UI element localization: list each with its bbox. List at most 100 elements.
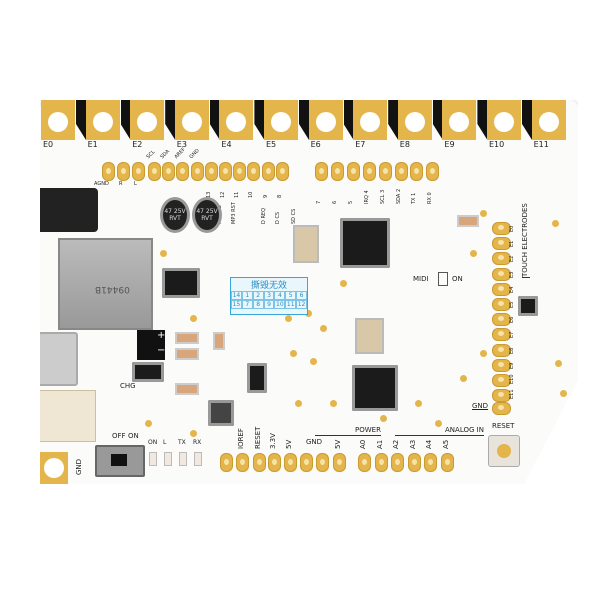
side-electrode-pin[interactable] [492, 298, 511, 311]
capacitor-smd [175, 383, 199, 395]
header-pin[interactable] [102, 162, 115, 181]
header-pin[interactable] [117, 162, 130, 181]
side-electrode-pin[interactable] [492, 328, 511, 342]
header-pin[interactable] [247, 162, 261, 181]
pad-hole [137, 112, 158, 132]
reset-button-cap[interactable] [497, 444, 511, 458]
pad-separator [254, 100, 265, 140]
power-header-pin[interactable] [300, 453, 313, 472]
header-pin[interactable] [426, 162, 440, 181]
side-electrode-label: E6 [509, 316, 515, 324]
gnd-pad[interactable] [40, 452, 68, 484]
header-pin[interactable] [219, 162, 232, 181]
electrode-pad-e2[interactable] [130, 100, 165, 140]
analog-pin[interactable] [374, 453, 388, 472]
header-pin[interactable] [233, 162, 247, 181]
sticker-number: 10 [274, 300, 286, 309]
electrode-pad-e0[interactable] [41, 100, 75, 140]
via [555, 360, 562, 367]
electrode-pad-e8[interactable] [397, 100, 432, 140]
header-pin[interactable] [346, 162, 360, 181]
electrode-pad-e5[interactable] [264, 100, 298, 140]
electrode-pad-e9[interactable] [442, 100, 477, 140]
power-header-pin[interactable] [236, 453, 249, 472]
side-electrode-pin[interactable] [492, 313, 511, 327]
electrode-pad-e1[interactable] [85, 100, 120, 140]
side-electrode-label: E2 [509, 256, 515, 263]
side-electrode-pin[interactable] [492, 222, 511, 235]
analog-pin[interactable] [424, 453, 437, 472]
power-switch[interactable] [95, 445, 145, 477]
header-pin[interactable] [378, 162, 392, 181]
header-pin[interactable] [275, 162, 289, 181]
electrode-pad-e11[interactable] [531, 100, 566, 140]
gnd-pin[interactable] [492, 402, 511, 415]
via [380, 415, 387, 422]
pad-separator [165, 100, 176, 140]
status-led [164, 452, 172, 466]
power-header-pin[interactable] [316, 453, 329, 472]
status-led [179, 452, 187, 466]
pad-hole [538, 112, 559, 132]
header-pin[interactable] [176, 162, 190, 181]
pad-separator [477, 100, 488, 140]
header-pin[interactable] [330, 162, 344, 181]
via [320, 325, 327, 332]
power-header-pin[interactable] [284, 453, 297, 472]
side-electrode-pin[interactable] [492, 358, 511, 372]
header-pin[interactable] [261, 162, 275, 181]
header-pin[interactable] [362, 162, 376, 181]
header-pin[interactable] [132, 162, 145, 181]
battery-connector[interactable] [40, 390, 96, 442]
analog-pin[interactable] [358, 453, 371, 472]
via [460, 375, 467, 382]
analog-pin-label: A5 [441, 439, 450, 449]
electrode-pad-e3[interactable] [174, 100, 209, 140]
pad-hole [315, 112, 336, 132]
analog-pin[interactable] [391, 453, 404, 472]
via [470, 250, 477, 257]
power-pin-label: 5V [285, 439, 293, 449]
via [480, 350, 487, 357]
power-header-pin[interactable] [333, 453, 346, 472]
via [295, 400, 302, 407]
midi-switch-label: MIDI [413, 275, 429, 283]
side-electrode-pin[interactable] [492, 282, 511, 296]
analog-pin[interactable] [440, 453, 454, 472]
header-pin-label: 6 [331, 200, 338, 204]
header-pin[interactable] [315, 162, 328, 181]
electrode-pad-e10[interactable] [487, 100, 521, 140]
header-pin[interactable] [204, 162, 218, 181]
side-electrode-label: E1 [509, 240, 515, 248]
side-electrode-pin[interactable] [492, 267, 511, 281]
power-header-pin[interactable] [268, 453, 281, 472]
header-pin[interactable] [394, 162, 408, 181]
sticker-number: 2 [252, 291, 264, 300]
side-electrode-pin[interactable] [492, 252, 511, 266]
analog-pin[interactable] [407, 453, 421, 472]
reset-button[interactable] [488, 435, 520, 467]
sticker-number: 4 [274, 291, 286, 300]
side-electrode-pin[interactable] [492, 374, 511, 387]
side-electrode-pin[interactable] [492, 343, 511, 357]
electrode-pad-e4[interactable] [219, 100, 254, 140]
side-electrode-label: E4 [509, 286, 515, 293]
header-pin[interactable] [148, 162, 161, 181]
pad-separator [522, 100, 532, 140]
electrode-pad-e7[interactable] [353, 100, 388, 140]
side-electrode-pin[interactable] [492, 237, 511, 251]
electrode-label: E2 [132, 140, 143, 149]
switch-knob[interactable] [111, 454, 127, 466]
electrode-pad-e6[interactable] [308, 100, 343, 140]
midi-switch[interactable] [438, 272, 448, 286]
header-pin[interactable] [410, 162, 424, 181]
power-header-pin[interactable] [253, 453, 266, 472]
pad-hole [404, 112, 425, 132]
header-pin-label: AGND [94, 181, 109, 187]
micro-usb-port[interactable] [40, 332, 78, 386]
header-pin[interactable] [162, 162, 176, 181]
power-header-pin[interactable] [220, 453, 233, 472]
header-pin[interactable] [190, 162, 204, 181]
side-electrode-pin[interactable] [492, 389, 511, 403]
